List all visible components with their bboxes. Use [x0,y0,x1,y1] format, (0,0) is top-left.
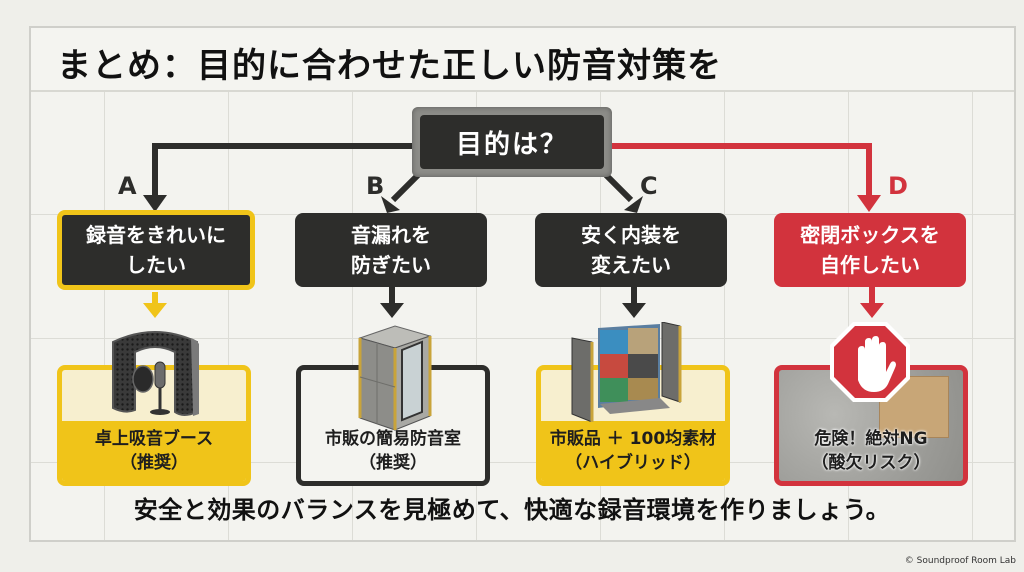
branch-letter-a: A [118,172,137,200]
result-d-label: 危険！絶対NG （酸欠リスク） [779,421,963,481]
page-title: まとめ：目的に合わせた正しい防音対策を [57,46,722,86]
title-band: まとめ：目的に合わせた正しい防音対策を [31,28,1014,92]
question-d-line2: 自作したい [820,253,920,277]
question-box-c: 安く内装を変えたい [535,213,727,287]
root-question-label: 目的は？ [420,115,604,169]
result-c-label: 市販品 ＋ 100均素材 （ハイブリッド） [541,421,725,481]
question-box-a: 録音をきれいにしたい [57,210,255,290]
question-box-d: 密閉ボックスを自作したい [774,213,966,287]
result-b-line2: （推奨） [359,453,427,473]
result-box-c: 市販品 ＋ 100均素材 （ハイブリッド） [536,365,730,486]
question-c-line2: 変えたい [591,253,671,277]
branch-letter-c: C [640,172,658,200]
question-c-line1: 安く内装を [581,223,681,247]
branch-letter-d: D [888,172,908,200]
result-b-line1: 市販の簡易防音室 [325,429,461,449]
result-box-a: 卓上吸音ブース （推奨） [57,365,251,486]
credit-text: © Soundproof Room Lab [904,556,1016,566]
soundproof-booth-icon [358,325,432,431]
question-d-line1: 密閉ボックスを [800,223,940,247]
question-b-line2: 防ぎたい [351,253,431,277]
result-d-line2: （酸欠リスク） [811,453,931,473]
question-a-line1: 録音をきれいに [86,223,226,247]
question-a-line2: したい [126,253,186,277]
desktop-vocal-booth-icon [112,331,199,416]
result-a-label: 卓上吸音ブース （推奨） [62,421,246,481]
question-box-b: 音漏れを防ぎたい [295,213,487,287]
summary-text: 安全と効果のバランスを見極めて、快適な録音環境を作りましょう。 [133,496,891,524]
result-c-line2: （ハイブリッド） [565,453,701,473]
stop-hand-icon [830,322,910,402]
root-question-box: 目的は？ [412,107,612,177]
result-a-line1: 卓上吸音ブース [94,429,214,449]
result-b-label: 市販の簡易防音室 （推奨） [301,421,485,481]
hybrid-panels-icon [571,322,682,422]
result-c-line1: 市販品 ＋ 100均素材 [549,429,717,449]
branch-letter-b: B [366,172,385,200]
result-d-line1: 危険！絶対NG [814,429,928,449]
result-a-line2: （推奨） [120,453,188,473]
question-b-line1: 音漏れを [351,223,431,247]
